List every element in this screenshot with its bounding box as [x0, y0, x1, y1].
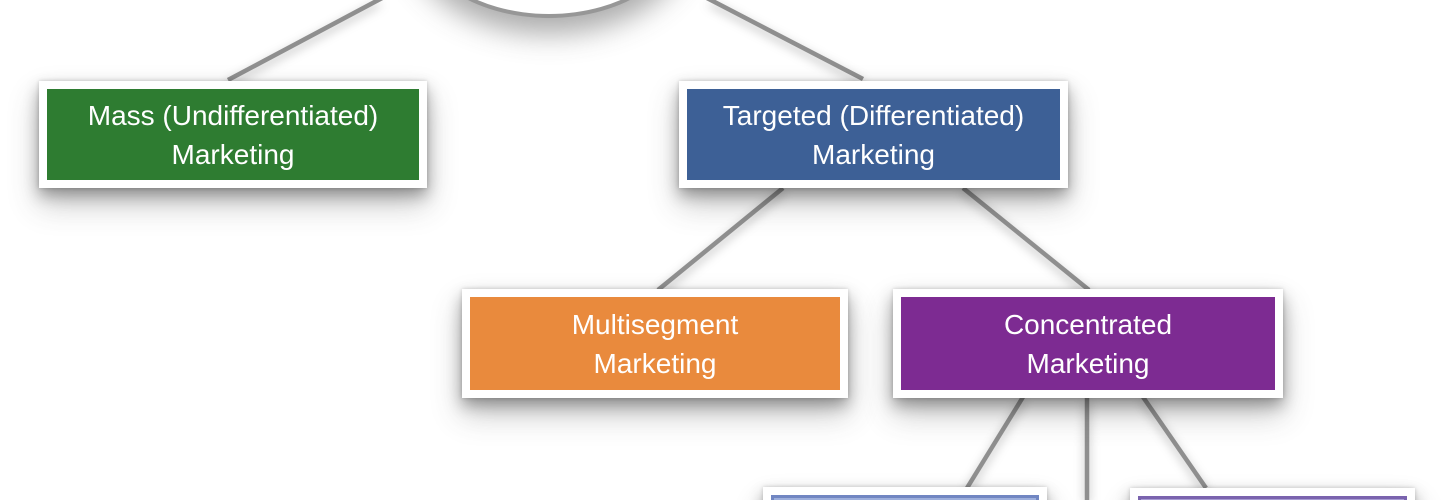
node-mass-label-line2: Marketing: [171, 138, 295, 170]
node-child-right-fill: [1138, 496, 1407, 500]
node-multisegment-label-line1: Multisegment: [571, 308, 739, 340]
node-multisegment-label-line2: Marketing: [593, 347, 717, 379]
node-mass-label-line1: Mass (Undifferentiated): [87, 99, 379, 131]
connector-root-to-mass: [226, 0, 384, 82]
node-concentrated-child-left-partial: [763, 487, 1047, 500]
connector-concentrated-to-child-left: [965, 395, 1025, 490]
node-concentrated-fill: Concentrated Marketing: [901, 297, 1275, 390]
node-concentrated-child-right-partial: [1130, 488, 1415, 500]
node-multisegment-marketing: Multisegment Marketing: [462, 289, 848, 398]
node-concentrated-label-line1: Concentrated: [1003, 308, 1173, 340]
node-concentrated-label-line2: Marketing: [1026, 347, 1150, 379]
connector-concentrated-to-child-right: [1141, 395, 1208, 490]
node-concentrated-marketing: Concentrated Marketing: [893, 289, 1283, 398]
node-child-left-fill: [771, 495, 1039, 500]
connector-targeted-to-multisegment: [656, 186, 785, 292]
node-multisegment-fill: Multisegment Marketing: [470, 297, 840, 390]
connector-root-to-targeted: [705, 0, 865, 81]
node-targeted-differentiated-marketing: Targeted (Differentiated) Marketing: [679, 81, 1068, 188]
connector-targeted-to-concentrated: [961, 186, 1091, 292]
node-mass-fill: Mass (Undifferentiated) Marketing: [47, 89, 419, 180]
node-targeted-fill: Targeted (Differentiated) Marketing: [687, 89, 1060, 180]
node-targeted-label-line1: Targeted (Differentiated): [722, 99, 1025, 131]
node-targeted-label-line2: Marketing: [812, 138, 935, 170]
node-mass-undifferentiated-marketing: Mass (Undifferentiated) Marketing: [39, 81, 427, 188]
